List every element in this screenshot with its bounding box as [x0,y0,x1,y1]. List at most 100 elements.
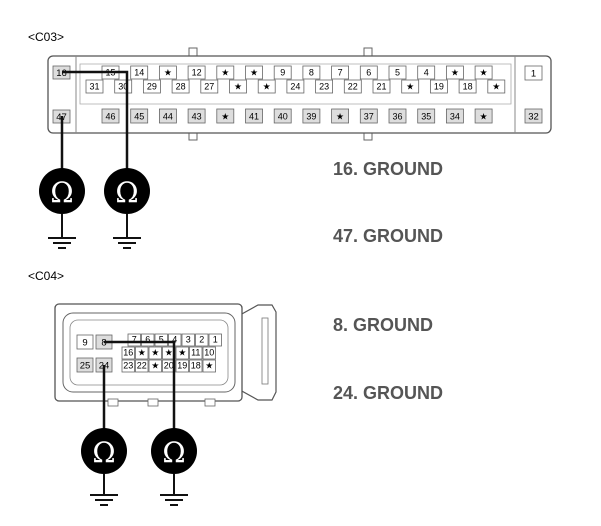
c04-pin-9: 9 [76,334,94,350]
c03-pin: ★ [401,79,420,94]
svg-text:★: ★ [178,348,186,358]
ohmmeter-icon: Ω [39,168,85,214]
c04-pin: 11 [189,346,203,360]
svg-text:Ω: Ω [162,436,185,469]
svg-text:3: 3 [186,335,191,345]
svg-text:★: ★ [138,348,146,358]
ground-icon [113,214,141,249]
svg-text:32: 32 [528,112,539,123]
c04-pin: 7 [127,333,141,347]
c03-pin: ★ [487,79,506,94]
c03-pin: 30 [114,79,133,94]
svg-text:39: 39 [306,112,316,122]
c03-pin: 36 [388,108,407,124]
svg-text:20: 20 [164,361,174,371]
svg-text:22: 22 [348,82,358,92]
ground-icon [160,474,188,506]
c03-probe-leads [60,70,129,170]
c03-pin: 40 [273,108,292,124]
svg-text:25: 25 [80,361,91,372]
svg-text:★: ★ [165,348,173,358]
svg-text:6: 6 [366,68,371,78]
c04-pin: ★ [202,359,216,373]
svg-text:29: 29 [147,82,157,92]
ground-label-24: 24. GROUND [333,383,443,403]
svg-text:4: 4 [424,68,429,78]
c03-pin: 9 [273,65,292,80]
c03-pin: 7 [331,65,350,80]
c03-pin: 14 [130,65,149,80]
svg-text:44: 44 [163,112,173,122]
svg-text:45: 45 [134,112,144,122]
svg-text:11: 11 [191,348,200,358]
svg-text:★: ★ [492,82,500,92]
svg-text:19: 19 [434,82,444,92]
svg-text:Ω: Ω [115,176,138,209]
svg-text:24: 24 [290,82,300,92]
svg-text:12: 12 [192,68,202,78]
c03-pin: 23 [315,79,334,94]
svg-text:1: 1 [213,335,218,345]
c04-pin: 22 [135,359,149,373]
svg-text:★: ★ [151,348,159,358]
c03-pin: ★ [331,108,350,124]
svg-text:41: 41 [249,112,259,122]
c04-pin: 5 [154,333,168,347]
svg-text:27: 27 [204,82,214,92]
ground-icon [90,474,118,506]
c03-pin: ★ [216,65,235,80]
svg-text:★: ★ [221,112,229,122]
c04-pin-25: 25 [76,357,94,373]
svg-text:34: 34 [450,112,460,122]
svg-text:23: 23 [123,361,133,371]
svg-text:31: 31 [89,82,99,92]
svg-text:18: 18 [463,82,473,92]
svg-text:16: 16 [123,348,133,358]
c03-pin-32: 32 [524,108,543,124]
svg-text:Ω: Ω [92,436,115,469]
c04-pin: ★ [162,346,176,360]
c03-pin: ★ [229,79,247,94]
c04-pin: ★ [135,346,149,360]
ohmmeter-icon: Ω [104,168,150,214]
c03-pin: 34 [445,108,464,124]
c03-pin: ★ [474,65,493,80]
c03-pin: 43 [187,108,206,124]
ground-label-8: 8. GROUND [333,315,433,335]
c04-pin: 10 [202,346,216,360]
svg-text:Ω: Ω [50,176,73,209]
svg-text:2: 2 [199,335,204,345]
svg-text:19: 19 [177,361,187,371]
svg-text:★: ★ [451,68,459,78]
svg-text:1: 1 [531,69,536,80]
c03-pin: ★ [474,108,493,124]
ground-label-47: 47. GROUND [333,226,443,246]
c03-title: <C03> [28,30,64,44]
svg-text:22: 22 [137,361,147,371]
c03-pin: ★ [245,65,263,80]
c04-pin: 6 [141,333,155,347]
c04-pin: 18 [189,359,203,373]
ohmmeter-icon: Ω [81,428,127,474]
c03-pin: ★ [216,108,235,124]
svg-text:40: 40 [278,112,288,122]
c03-pin: 12 [187,65,206,80]
c03-pin: 6 [359,65,378,80]
svg-text:8: 8 [309,68,314,78]
c04-pin: 2 [195,333,209,347]
svg-text:★: ★ [480,68,488,78]
c03-connector [47,47,552,141]
c03-pin: 21 [372,79,391,94]
c03-pin: 44 [158,108,177,124]
c03-pin: 31 [85,79,104,94]
c03-pin: 41 [245,108,263,124]
c04-title: <C04> [28,269,64,283]
c03-pin: 22 [343,79,362,94]
c03-pin: 19 [429,79,448,94]
svg-text:16: 16 [56,68,67,79]
svg-text:14: 14 [134,68,144,78]
svg-text:★: ★ [250,68,258,78]
c03-pin: 27 [200,79,219,94]
